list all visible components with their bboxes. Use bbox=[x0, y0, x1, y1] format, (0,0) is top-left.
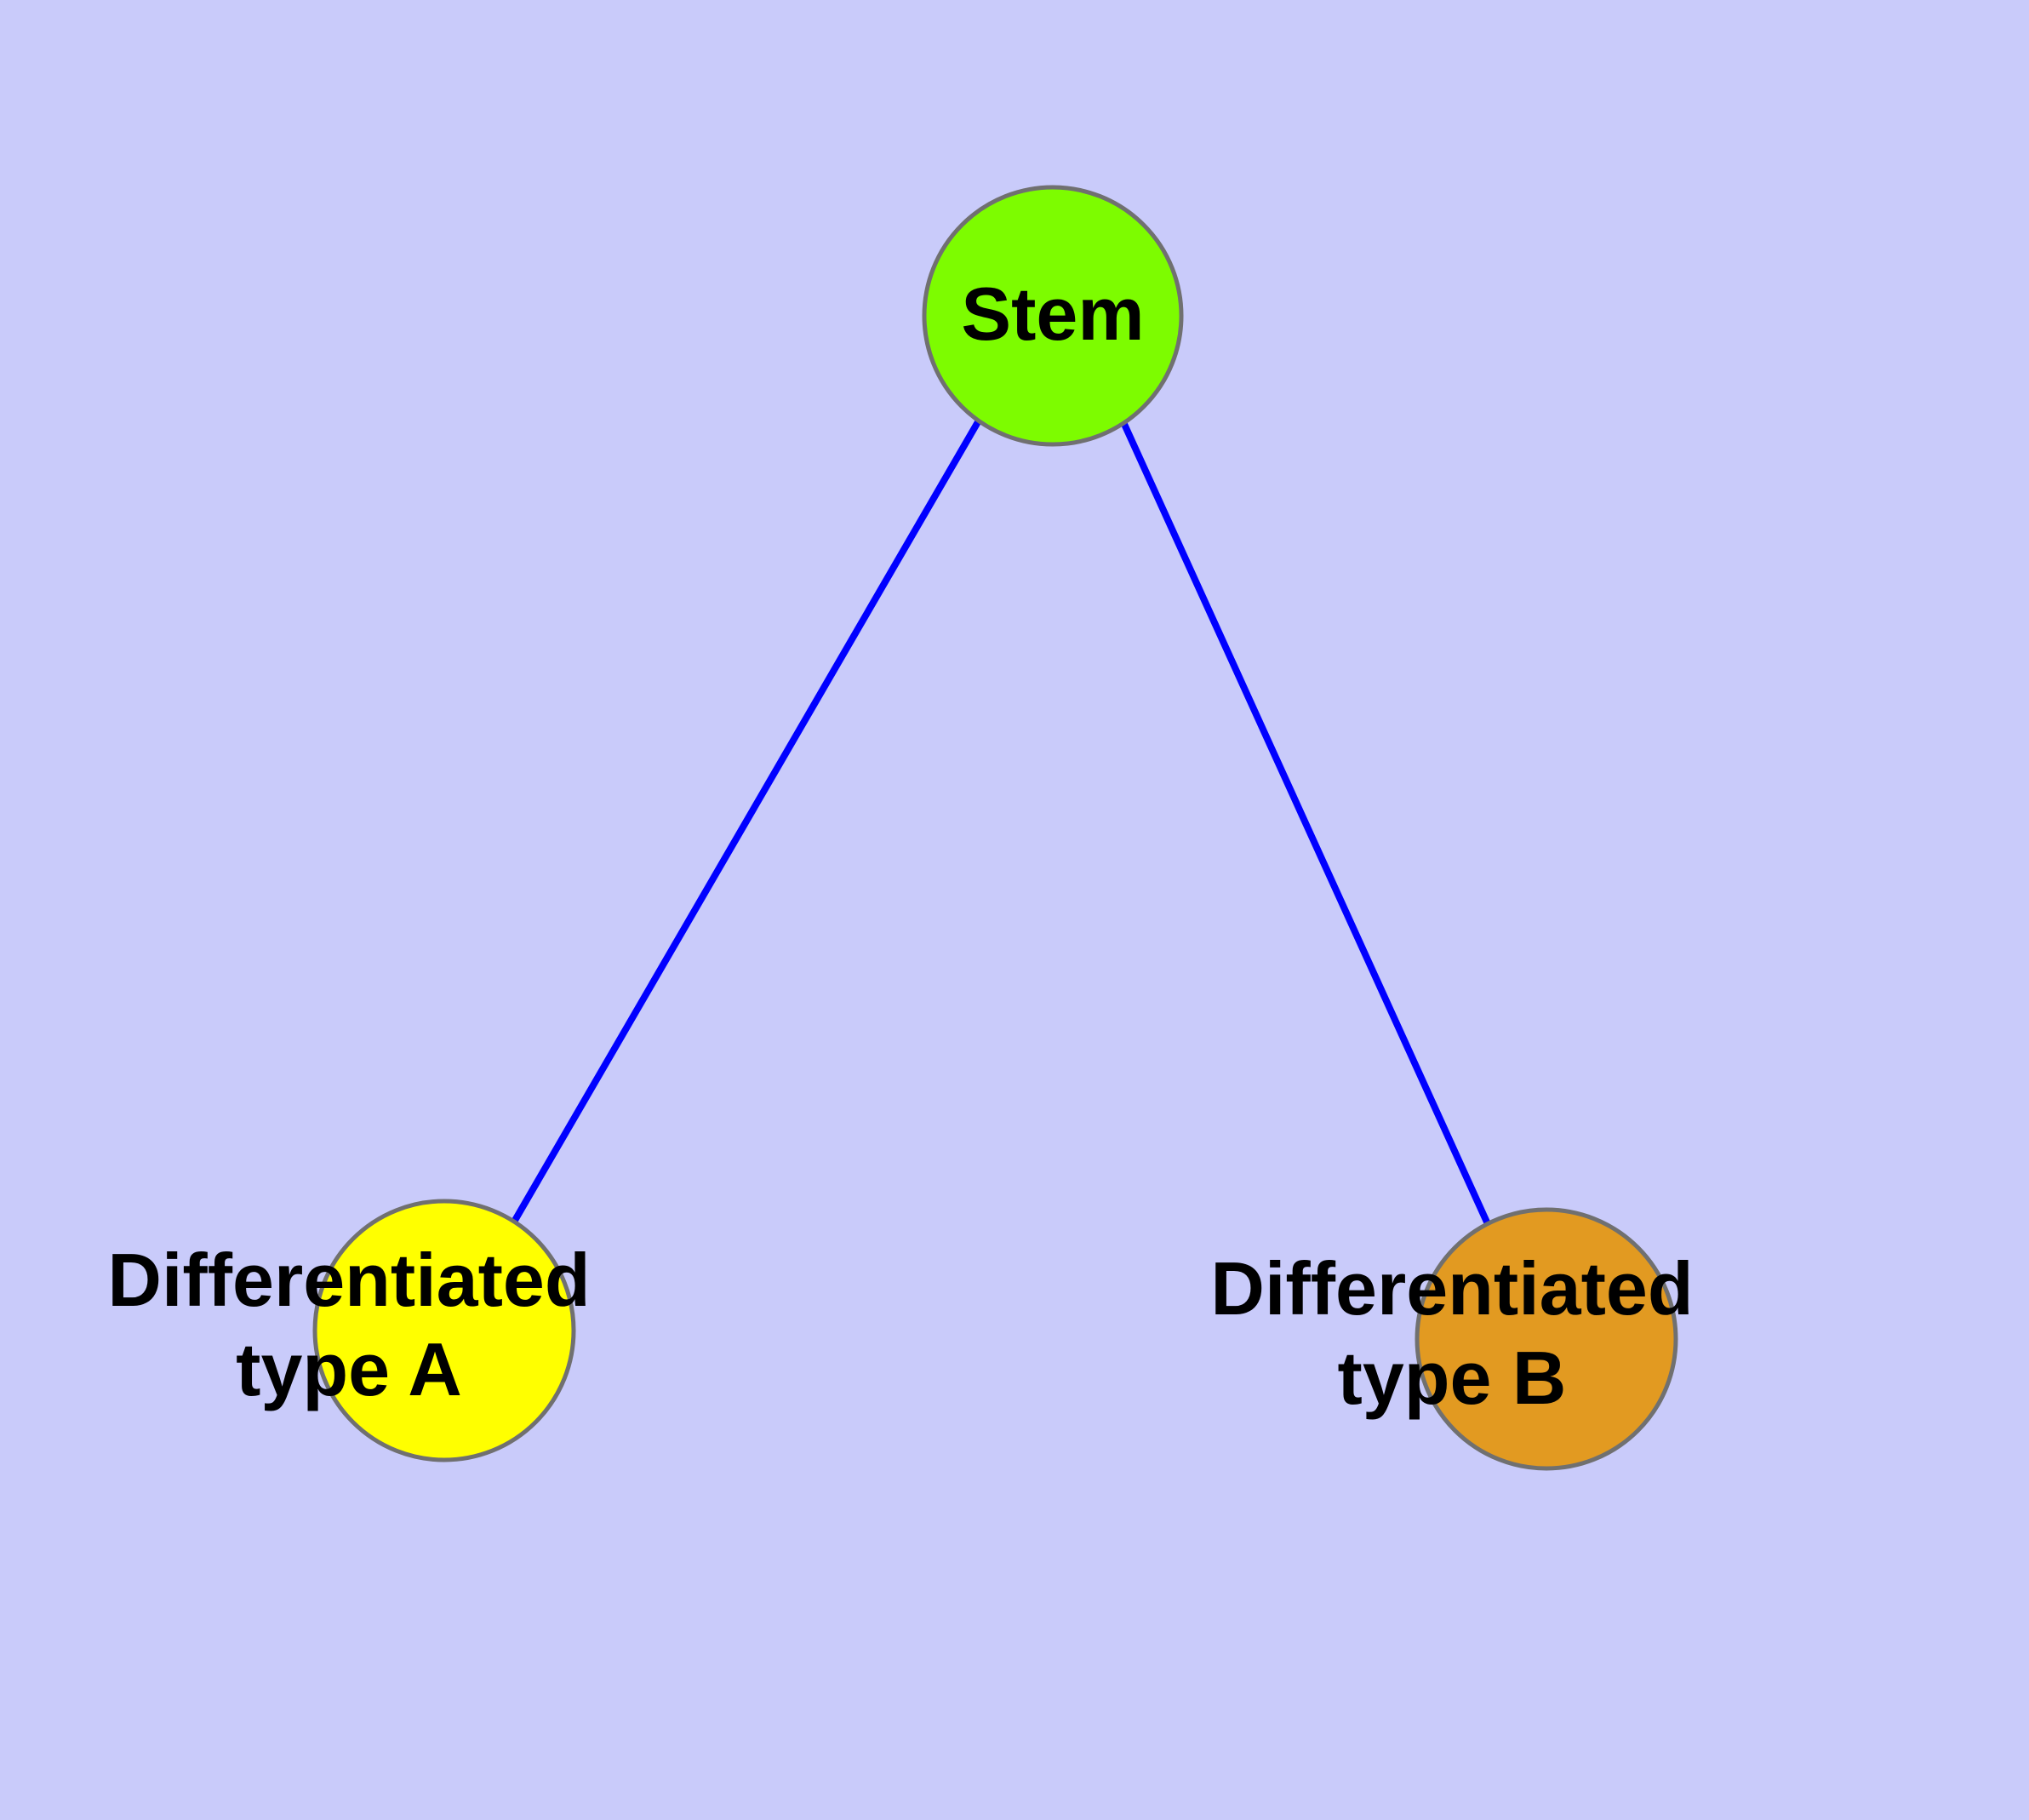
edge-stem-to-diff-a[interactable] bbox=[510, 418, 982, 1226]
node-label-line: Differentiated bbox=[107, 1238, 590, 1322]
edges-group bbox=[510, 418, 1492, 1228]
node-label-line: type B bbox=[1338, 1336, 1567, 1420]
node-label-stem: Stem bbox=[961, 272, 1144, 356]
nodes-group bbox=[312, 185, 1678, 1471]
node-label-line: Differentiated bbox=[1210, 1246, 1693, 1331]
node-stem[interactable] bbox=[922, 185, 1184, 447]
node-label-line: Stem bbox=[961, 272, 1144, 356]
node-diff-b[interactable] bbox=[1415, 1207, 1678, 1471]
edge-stem-to-diff-b[interactable] bbox=[1120, 421, 1492, 1228]
node-label-line: type A bbox=[236, 1327, 462, 1411]
node-diff-a[interactable] bbox=[312, 1199, 576, 1462]
